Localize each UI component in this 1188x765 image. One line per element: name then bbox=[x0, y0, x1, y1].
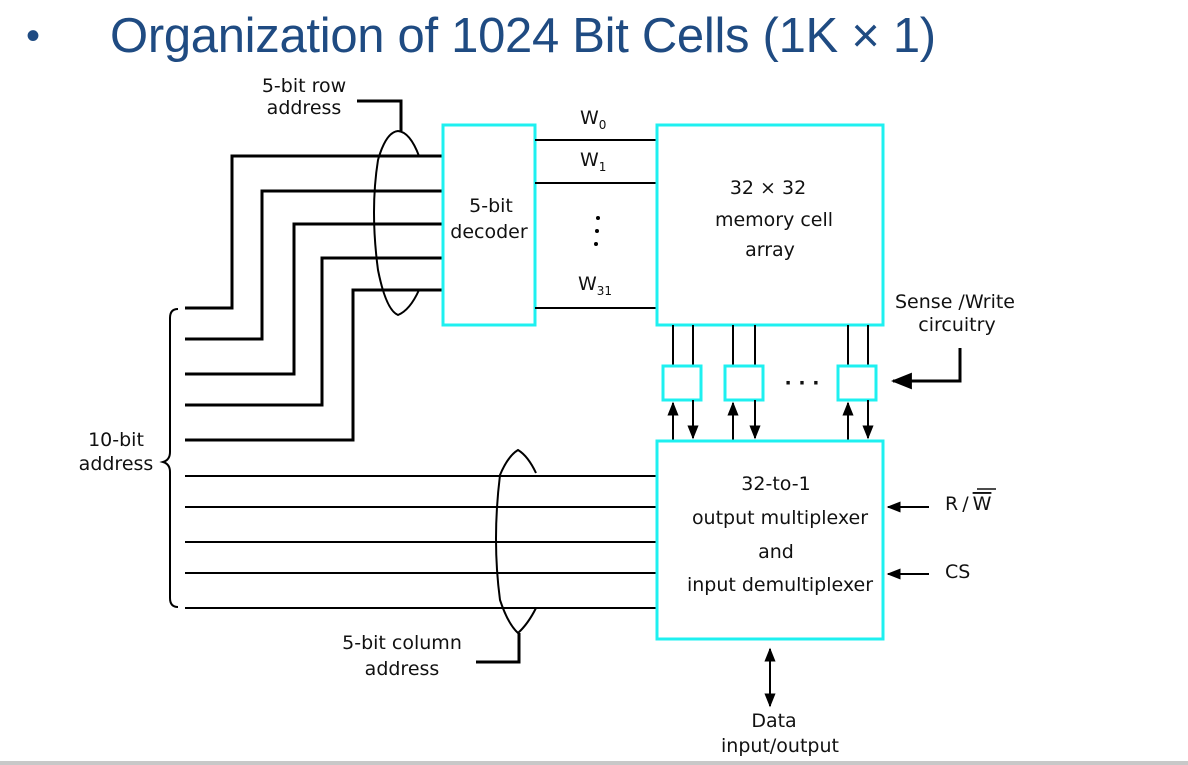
cs-label: CS bbox=[945, 561, 970, 583]
bit-lines bbox=[672, 325, 869, 366]
mux-line4: input demultiplexer bbox=[687, 574, 873, 596]
column-address-line1: 5-bit column bbox=[342, 632, 462, 654]
mux-line1: 32-to-1 bbox=[741, 473, 810, 495]
word-lines bbox=[535, 139, 657, 309]
rw-label: R/W bbox=[945, 493, 992, 515]
row-address-line1: 5-bit row bbox=[262, 75, 346, 97]
title-text: Organization of 1024 Bit Cells (1K × 1) bbox=[110, 9, 936, 63]
row-wire bbox=[185, 189, 443, 341]
mux-line2: output multiplexer bbox=[692, 507, 868, 529]
sense-write-control-arrow bbox=[890, 348, 962, 390]
decoder-label-line2: decoder bbox=[450, 221, 528, 243]
bottom-divider bbox=[0, 761, 1188, 765]
address-brace bbox=[159, 308, 179, 608]
row-address-leader bbox=[357, 99, 403, 131]
row-address-line2: address bbox=[267, 97, 342, 119]
memory-array-box bbox=[655, 123, 885, 327]
decoder-label-line1: 5-bit bbox=[469, 195, 513, 217]
w0-label: W0 bbox=[580, 107, 606, 132]
row-wire bbox=[185, 222, 443, 376]
data-label-line2: input/output bbox=[721, 735, 839, 757]
w31-label: W31 bbox=[578, 273, 612, 298]
memory-array-line3: array bbox=[745, 239, 795, 261]
column-address-wires bbox=[185, 475, 657, 609]
w1-label: W1 bbox=[580, 149, 606, 174]
sense-mux-arrows bbox=[667, 400, 874, 441]
mux-box bbox=[655, 439, 885, 641]
sense-write-cell bbox=[661, 364, 703, 402]
data-label-line1: Data bbox=[751, 710, 796, 732]
memory-array-line2: memory cell bbox=[715, 209, 833, 231]
sense-write-line1: Sense /Write bbox=[895, 291, 1015, 313]
address-label-line2: address bbox=[79, 453, 154, 475]
address-label-line1: 10-bit bbox=[88, 429, 144, 451]
column-address-leader bbox=[476, 633, 521, 664]
row-address-label: 5-bit row address bbox=[262, 75, 346, 119]
title-bullet: • bbox=[26, 14, 41, 58]
sense-write-ellipsis: · · · bbox=[785, 372, 820, 394]
slide-title: • Organization of 1024 Bit Cells (1K × 1… bbox=[0, 0, 1188, 80]
row-address-wires bbox=[185, 154, 443, 442]
sense-write-cell bbox=[723, 364, 765, 402]
column-bundle-ellipse bbox=[495, 448, 537, 635]
memory-array-line1: 32 × 32 bbox=[730, 177, 806, 199]
mux-line3: and bbox=[758, 541, 794, 563]
column-address-line2: address bbox=[365, 658, 440, 680]
row-wire bbox=[185, 256, 443, 407]
row-wire bbox=[185, 288, 443, 442]
sense-write-line2: circuitry bbox=[918, 314, 995, 336]
word-line-ellipsis bbox=[594, 216, 600, 246]
row-bundle-ellipse bbox=[373, 129, 420, 317]
row-wire bbox=[185, 154, 443, 310]
sense-write-cell bbox=[836, 364, 878, 402]
decoder-box bbox=[441, 123, 537, 327]
